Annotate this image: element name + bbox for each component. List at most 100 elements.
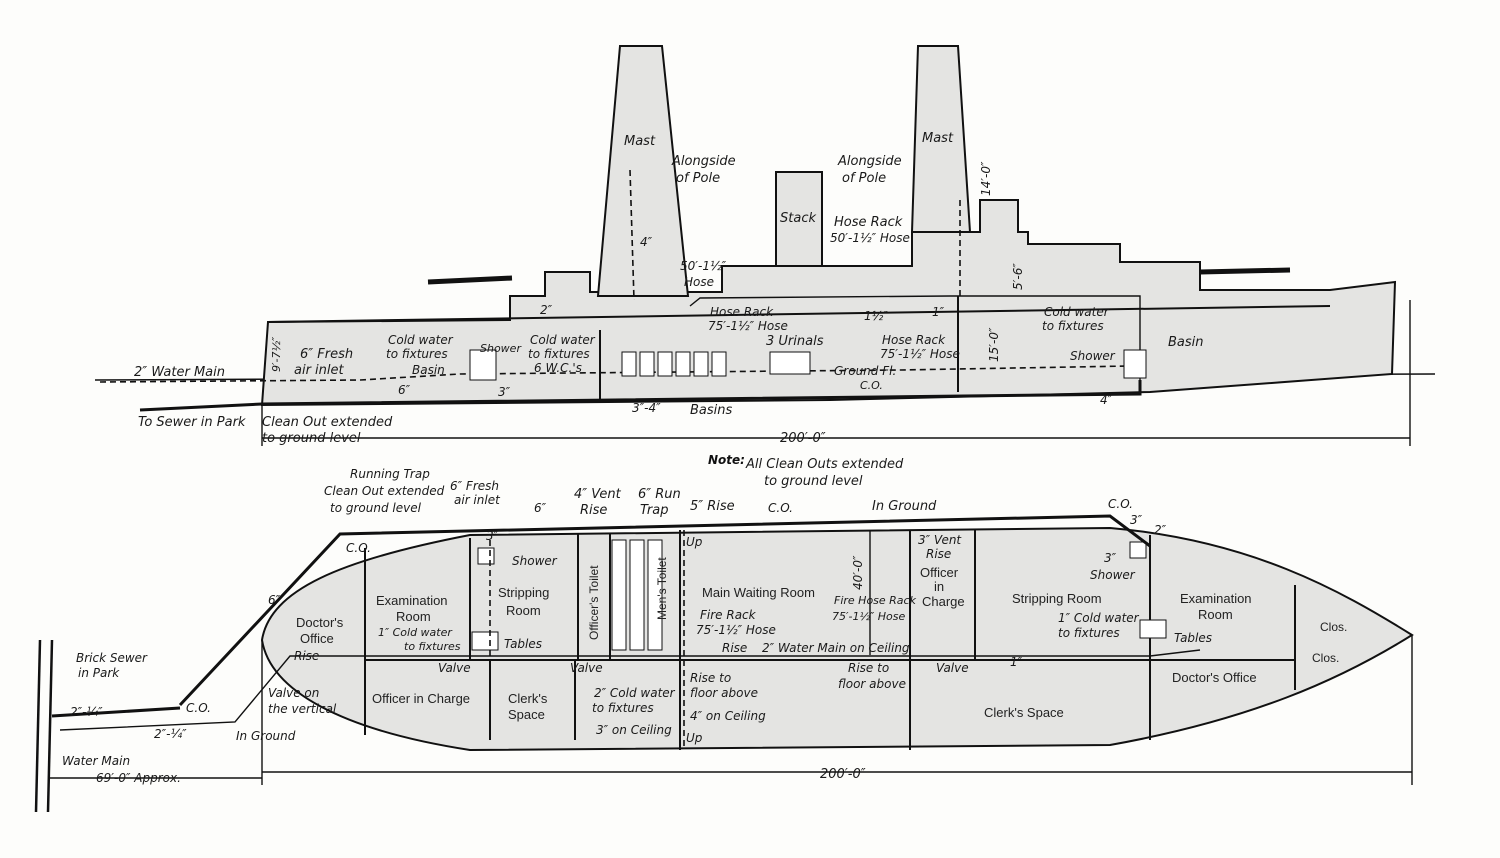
basin-label: Basin [412, 363, 445, 377]
tables-2: Tables [1174, 631, 1212, 645]
stripping-r-label: Stripping Room [1012, 591, 1102, 606]
plan-fresh-air-l1: 6″ Fresh [450, 479, 499, 493]
officer-charge-r-l3: Charge [922, 594, 965, 609]
plan-rise-1: Rise [294, 649, 319, 663]
doctors-office-r-label: Doctor's Office [1172, 670, 1257, 685]
mast-vent-left [629, 169, 635, 301]
plan-water-main-label: Water Main [62, 754, 130, 768]
mast-label-left: Mast [624, 134, 656, 149]
cold-water-2-l1: 2″ Cold water [594, 686, 676, 700]
plan-rise-2: Rise [722, 641, 747, 655]
ceiling-4: 4″ on Ceiling [690, 709, 766, 723]
run-trap-l1: 6″ Run [638, 487, 681, 502]
clean-out-l2: to ground level [262, 431, 361, 446]
sewer-pipe [139, 380, 1142, 412]
fire-rack-1-l2: 75′-1½″ Hose [696, 623, 776, 637]
hose-rack-right-l2: 75′-1½″ Hose [880, 347, 960, 361]
vent-rise-l2: Rise [580, 503, 607, 518]
water-main-pipe [99, 365, 1131, 383]
stripping-l-l1: Stripping [498, 585, 549, 600]
size-4-a: 4″ [640, 235, 653, 249]
cold-water-l-l2: to fixtures [404, 640, 461, 653]
plan-size-2-b: 2″-¼″ [70, 705, 103, 719]
running-trap-l2: Clean Out extended [324, 484, 445, 498]
cold-water-l-l1: 1″ Cold water [378, 626, 453, 639]
up-label-1: Up [686, 535, 703, 549]
cold-water-2-l1: Cold water [530, 333, 596, 347]
alongside-1-l1: Alongside [671, 154, 736, 169]
rise-5: 5″ Rise [690, 499, 735, 514]
hose-rack-top-l2: 50′-1½″ Hose [830, 231, 910, 245]
water-main-ceiling: 2″ Water Main on Ceiling [762, 641, 910, 655]
size-3-a: 3″ [498, 385, 511, 399]
hose-50-l2: Hose [684, 275, 714, 289]
ceiling-3: 3″ on Ceiling [596, 723, 672, 737]
alongside-2-l1: Alongside [837, 154, 902, 169]
vent-rise-l1: 4″ Vent [574, 487, 622, 502]
dim-15: 15′-0″ [987, 327, 1001, 362]
shower-label: Shower [480, 342, 522, 355]
plan-size-3-a: 3″ [486, 529, 499, 543]
cold-water-2-l2: to fixtures [528, 347, 590, 361]
plan-size-3-b: 3″ [1130, 513, 1143, 527]
brick-sewer-l1: Brick Sewer [76, 651, 148, 665]
valve-1: Valve [438, 661, 471, 675]
plan-water-main [59, 649, 1201, 731]
elevation-hull [260, 199, 1397, 407]
fire-rack-2-l2: 75′-1½″ Hose [832, 610, 905, 623]
plan-sewer-pipe [178, 514, 1151, 707]
size-1-a: 1″ [932, 305, 945, 319]
plan-co-1: C.O. [768, 501, 793, 515]
valve-vertical-l2: the vertical [268, 702, 337, 716]
plan-shower-1: Shower [512, 554, 558, 568]
officer-charge-l: Officer in Charge [372, 691, 470, 706]
rise-floor-1-l1: Rise to [690, 671, 731, 685]
officer-charge-r-l1: Officer [920, 565, 959, 580]
doctors-office-l-l2: Office [300, 631, 334, 646]
plan-sewer-lower [51, 706, 181, 718]
plan-fresh-air-l2: air inlet [454, 493, 501, 507]
dim-40: 40′-0″ [851, 555, 865, 590]
note-label: Note: [708, 453, 745, 467]
plan-shower-2: Shower [1090, 568, 1136, 582]
size-15-a: 1½″ [864, 309, 888, 323]
running-trap-l1: Running Trap [350, 467, 430, 481]
exam-room-l-l1: Examination [376, 593, 448, 608]
mast-label-right: Mast [922, 131, 954, 146]
cold-water-3-l2: to fixtures [1042, 319, 1104, 333]
to-sewer-label: To Sewer in Park [138, 415, 246, 430]
hose-rack-right-l1: Hose Rack [882, 333, 946, 347]
hose-rack-mid-l1: Hose Rack [710, 305, 774, 319]
stack [775, 171, 823, 267]
dim-length-plan: 200′-0″ [820, 767, 866, 782]
fresh-air-l2: air inlet [294, 363, 345, 378]
plan-co-3: C.O. [346, 541, 371, 555]
plan-hull [260, 526, 1414, 752]
tables-1: Tables [504, 637, 542, 651]
mens-toilet-label: Men's Toilet [655, 557, 669, 620]
dim-9: 9′-7½″ [270, 336, 283, 372]
in-ground-label: In Ground [872, 499, 937, 514]
plan-vent-run [489, 530, 911, 750]
shower-right-label: Shower [1070, 349, 1116, 363]
clos-2: Clos. [1312, 651, 1339, 665]
alongside-1-l2: of Pole [676, 171, 720, 186]
cold-water-1-l1: Cold water [388, 333, 454, 347]
cold-water-1-l2: to fixtures [386, 347, 448, 361]
valve-vertical-l1: Valve on [268, 686, 319, 700]
cold-water-3-l1: Cold water [1044, 305, 1110, 319]
plan-size-2-c: 2″-¼″ [154, 727, 187, 741]
exam-room-l-l2: Room [396, 609, 431, 624]
exam-room-r-l1: Examination [1180, 591, 1252, 606]
basins-label: Basins [690, 403, 733, 418]
toilet-fixtures [471, 539, 1167, 651]
hose-50-l1: 50′-1½″ [680, 259, 727, 273]
run-trap-l2: Trap [640, 503, 669, 518]
plan-size-2-a: 2″ [1154, 523, 1167, 537]
clos-1: Clos. [1320, 620, 1347, 634]
valve-3: Valve [936, 661, 969, 675]
gun-left [427, 275, 513, 285]
ground-fl-label: Ground Fl. [834, 364, 896, 378]
